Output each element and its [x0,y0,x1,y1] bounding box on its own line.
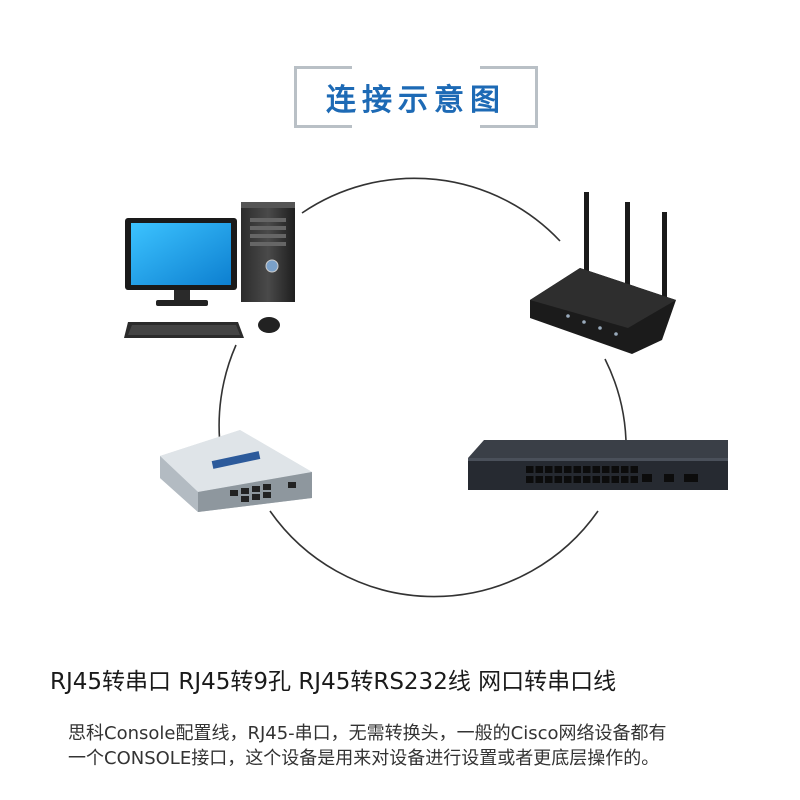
switch-port [535,466,543,473]
title-frame: 连接示意图 [294,66,538,128]
switch-port [630,466,638,473]
desktop-computer-icon [124,202,295,338]
connection-circle [218,177,627,598]
switch-port [583,476,591,483]
switch-port [554,466,562,473]
switch-port [573,476,581,483]
switch-port [545,466,553,473]
switch-port [602,466,610,473]
switch-port [535,476,543,483]
description-line-1: 思科Console配置线，RJ45-串口，无需转换头，一般的Cisco网络设备都… [68,723,667,744]
switch-port [564,476,572,483]
switch-port [526,476,534,483]
switch-port [564,466,572,473]
product-headline: RJ45转串口 RJ45转9孔 RJ45转RS232线 网口转串口线 [50,669,617,695]
switch-port [583,466,591,473]
switch-port [621,476,629,483]
vpn-router-icon [160,430,312,512]
switch-port [554,476,562,483]
switch-port [611,476,619,483]
switch-port [545,476,553,483]
switch-port [526,466,534,473]
network-switch-icon [468,440,728,490]
switch-port [602,476,610,483]
wireless-router-icon [530,192,676,354]
diagram-title: 连接示意图 [326,83,506,118]
switch-port [621,466,629,473]
switch-port [573,466,581,473]
switch-port [592,466,600,473]
switch-port [592,476,600,483]
switch-port [630,476,638,483]
switch-port [611,466,619,473]
description-line-2: 一个CONSOLE接口，这个设备是用来对设备进行设置或者更底层操作的。 [68,748,660,769]
